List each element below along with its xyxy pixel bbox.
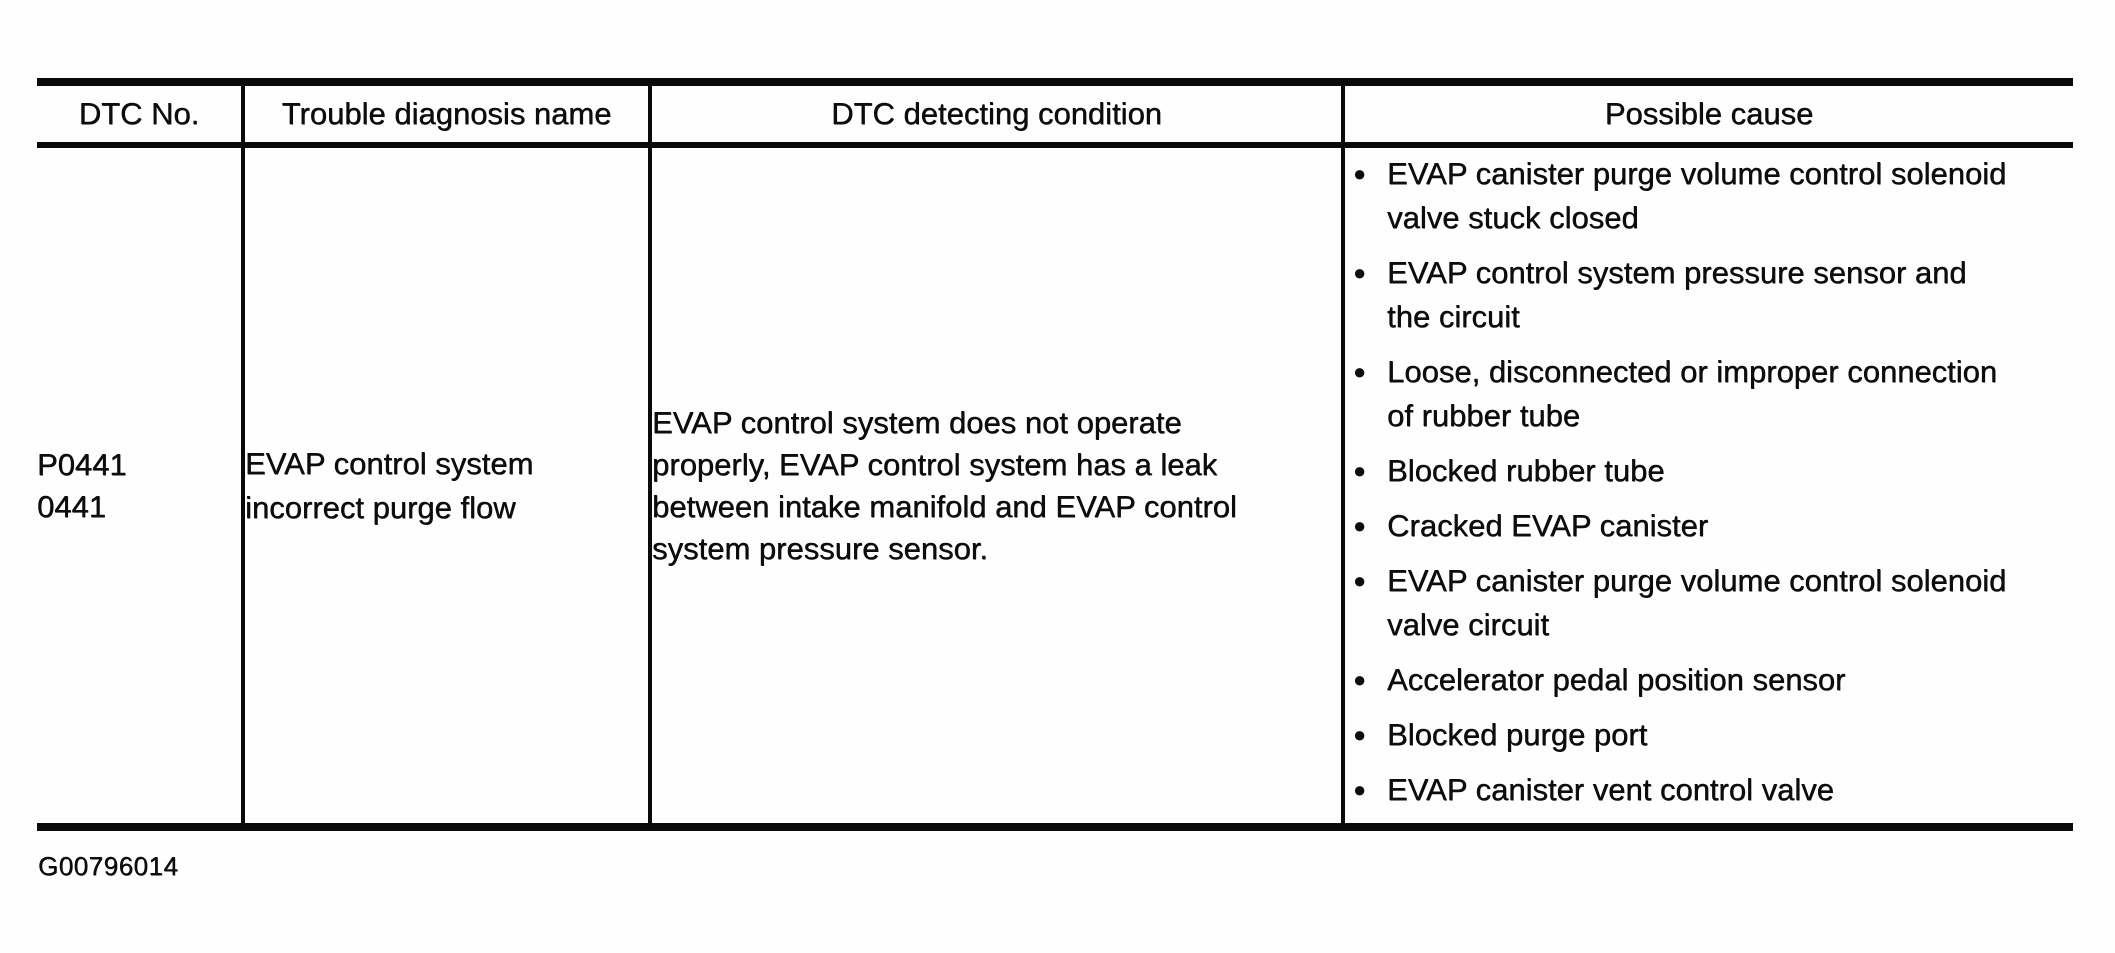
bullet-icon: ● — [1353, 359, 1367, 384]
column-header-possible-cause: Possible cause — [1341, 78, 2073, 148]
list-item: ● Loose, disconnected or improper connec… — [1345, 350, 2013, 438]
possible-cause-list: ● EVAP canister purge volume control sol… — [1345, 148, 2073, 812]
bullet-icon: ● — [1353, 667, 1367, 692]
possible-cause-text: Cracked EVAP canister — [1387, 508, 1709, 543]
column-header-trouble-diagnosis-name: Trouble diagnosis name — [241, 78, 650, 148]
bullet-icon: ● — [1353, 568, 1367, 593]
bullet-icon: ● — [1353, 722, 1367, 747]
list-item: ● Cracked EVAP canister — [1345, 504, 2013, 548]
figure-id: G00796014 — [38, 851, 179, 881]
bullet-icon: ● — [1353, 260, 1367, 285]
possible-cause-text: Loose, disconnected or improper connecti… — [1387, 354, 1998, 433]
table-row: P0441 0441 EVAP control system incorrect… — [37, 145, 2073, 831]
possible-cause-text: EVAP canister vent control valve — [1387, 772, 1834, 807]
list-item: ● Blocked rubber tube — [1345, 449, 2013, 493]
cell-trouble-diagnosis-name: EVAP control system incorrect purge flow — [241, 145, 650, 831]
column-header-dtc-no: DTC No. — [37, 78, 243, 148]
list-item: ● EVAP canister purge volume control sol… — [1345, 152, 2013, 240]
dtc-code-mil: 0441 — [37, 488, 106, 524]
dtc-code-obd: P0441 — [37, 446, 127, 482]
bullet-icon: ● — [1353, 458, 1367, 483]
column-header-dtc-detecting-condition: DTC detecting condition — [648, 78, 1343, 148]
possible-cause-text: Blocked rubber tube — [1387, 453, 1665, 488]
dtc-table: DTC No. Trouble diagnosis name DTC detec… — [37, 78, 2073, 831]
list-item: ● Accelerator pedal position sensor — [1345, 658, 2013, 702]
cell-dtc-detecting-condition: EVAP control system does not operate pro… — [648, 145, 1343, 831]
bullet-icon: ● — [1353, 777, 1367, 802]
bullet-icon: ● — [1353, 161, 1367, 186]
cell-dtc-no: P0441 0441 — [37, 145, 243, 831]
list-item: ● EVAP canister purge volume control sol… — [1345, 559, 2013, 647]
possible-cause-text: Accelerator pedal position sensor — [1387, 662, 1846, 697]
list-item: ● Blocked purge port — [1345, 713, 2013, 757]
bullet-icon: ● — [1353, 513, 1367, 538]
list-item: ● EVAP canister vent control valve — [1345, 768, 2013, 812]
dtc-detecting-condition-text: EVAP control system does not operate pro… — [652, 404, 1237, 566]
possible-cause-text: EVAP canister purge volume control solen… — [1387, 563, 2007, 642]
possible-cause-text: EVAP canister purge volume control solen… — [1387, 156, 2007, 235]
cell-possible-cause: ● EVAP canister purge volume control sol… — [1341, 145, 2073, 831]
possible-cause-text: EVAP control system pressure sensor and … — [1387, 255, 1967, 334]
table-header-row: DTC No. Trouble diagnosis name DTC detec… — [37, 78, 2073, 148]
possible-cause-text: Blocked purge port — [1387, 717, 1648, 752]
list-item: ● EVAP control system pressure sensor an… — [1345, 251, 2013, 339]
trouble-diagnosis-name-text: EVAP control system incorrect purge flow — [245, 445, 534, 525]
